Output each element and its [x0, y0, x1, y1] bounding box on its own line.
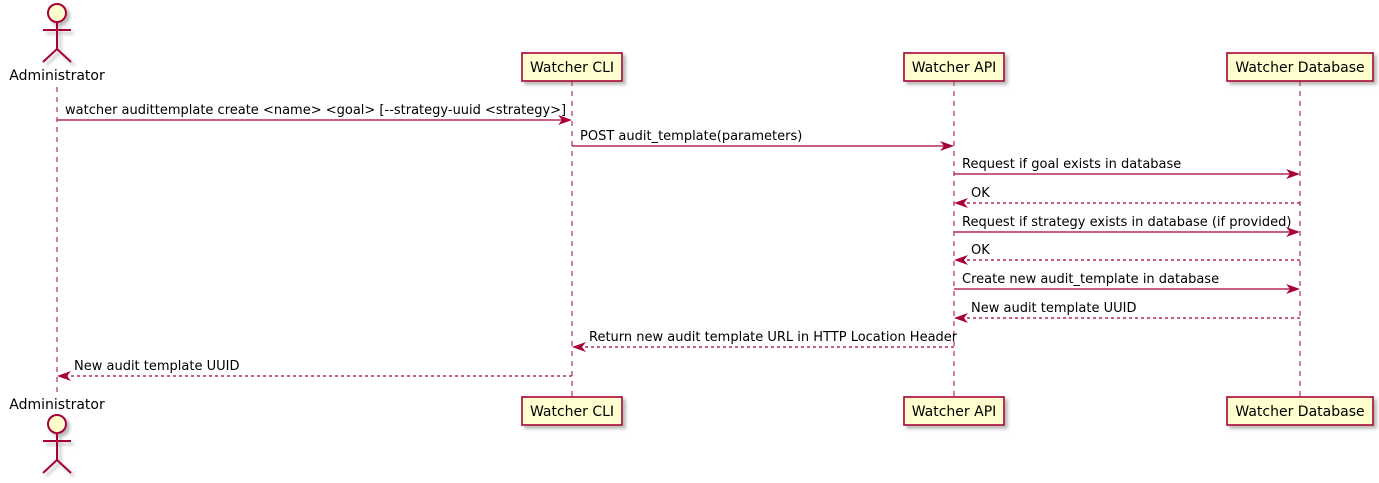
message-3-arrowhead [1286, 169, 1300, 179]
message-8-label: New audit template UUID [971, 301, 1136, 316]
message-3-label: Request if goal exists in database [962, 157, 1181, 172]
message-6-arrowhead [954, 255, 968, 265]
message-6-label: OK [971, 243, 990, 258]
participant-label-watcher-database-bottom: Watcher Database [1235, 404, 1364, 420]
message-10-arrowhead [57, 371, 71, 381]
participant-watcher-api-top: Watcher API [903, 52, 1005, 82]
actor-administrator-top-head [47, 3, 67, 23]
participant-label-watcher-cli-top: Watcher CLI [530, 60, 614, 76]
message-8: New audit template UUID [954, 301, 1300, 323]
message-7-label: Create new audit_template in database [962, 272, 1219, 287]
participant-box-watcher-cli-top [521, 52, 623, 82]
actor-administrator-top: Administrator [9, 3, 105, 84]
participant-label-watcher-database-top: Watcher Database [1235, 60, 1364, 76]
actor-administrator-bottom-figure [42, 414, 72, 474]
actor-administrator-top-leg-right [56, 48, 72, 63]
message-2: POST audit_template(parameters) [572, 129, 954, 151]
participant-watcher-cli-bottom: Watcher CLI [521, 396, 623, 426]
participant-watcher-api-bottom: Watcher API [903, 396, 1005, 426]
message-2-label: POST audit_template(parameters) [580, 129, 802, 144]
message-3: Request if goal exists in database [954, 157, 1300, 179]
participant-box-watcher-api-top [903, 52, 1005, 82]
message-9: Return new audit template URL in HTTP Lo… [572, 330, 958, 352]
message-7: Create new audit_template in database [954, 272, 1300, 294]
message-10: New audit template UUID [57, 359, 572, 381]
lifelines-layer [56, 81, 1301, 397]
participant-watcher-database-bottom: Watcher Database [1226, 396, 1374, 426]
participant-box-watcher-database-top [1226, 52, 1374, 82]
message-10-label: New audit template UUID [74, 359, 239, 374]
actor-administrator-bottom-label: Administrator [9, 397, 105, 413]
message-4-arrowhead [954, 198, 968, 208]
message-8-arrowhead [954, 313, 968, 323]
message-5: Request if strategy exists in database (… [954, 215, 1300, 237]
actor-administrator-top-label: Administrator [9, 68, 105, 84]
messages-layer: watcher audittemplate create <name> <goa… [57, 103, 1300, 381]
message-6: OK [954, 243, 1300, 265]
message-1-label: watcher audittemplate create <name> <goa… [65, 103, 566, 118]
participant-label-watcher-api-top: Watcher API [912, 60, 997, 76]
participant-watcher-database-top: Watcher Database [1226, 52, 1374, 82]
actor-administrator-top-figure [42, 3, 72, 63]
message-1: watcher audittemplate create <name> <goa… [57, 103, 572, 125]
participant-box-watcher-api-bottom [903, 396, 1005, 426]
actor-administrator-bottom-leg-right [56, 459, 72, 474]
message-2-arrowhead [940, 141, 954, 151]
message-4: OK [954, 186, 1300, 208]
actor-administrator-top-leg-left [42, 48, 58, 63]
participants-layer: Watcher CLI Watcher CLI Watcher API Watcher… [9, 3, 1374, 474]
message-9-arrowhead [572, 342, 586, 352]
actor-administrator-bottom: Administrator [9, 397, 105, 474]
participant-watcher-cli-top: Watcher CLI [521, 52, 623, 82]
actor-administrator-bottom-leg-left [42, 459, 58, 474]
message-5-label: Request if strategy exists in database (… [962, 215, 1291, 230]
participant-label-watcher-cli-bottom: Watcher CLI [530, 404, 614, 420]
participant-box-watcher-database-bottom [1226, 396, 1374, 426]
actor-administrator-bottom-head [47, 414, 67, 434]
participant-label-watcher-api-bottom: Watcher API [912, 404, 997, 420]
message-7-arrowhead [1286, 284, 1300, 294]
message-4-label: OK [971, 186, 990, 201]
message-9-label: Return new audit template URL in HTTP Lo… [589, 330, 958, 345]
participant-box-watcher-cli-bottom [521, 396, 623, 426]
message-1-arrowhead [558, 115, 572, 125]
message-5-arrowhead [1286, 227, 1300, 237]
